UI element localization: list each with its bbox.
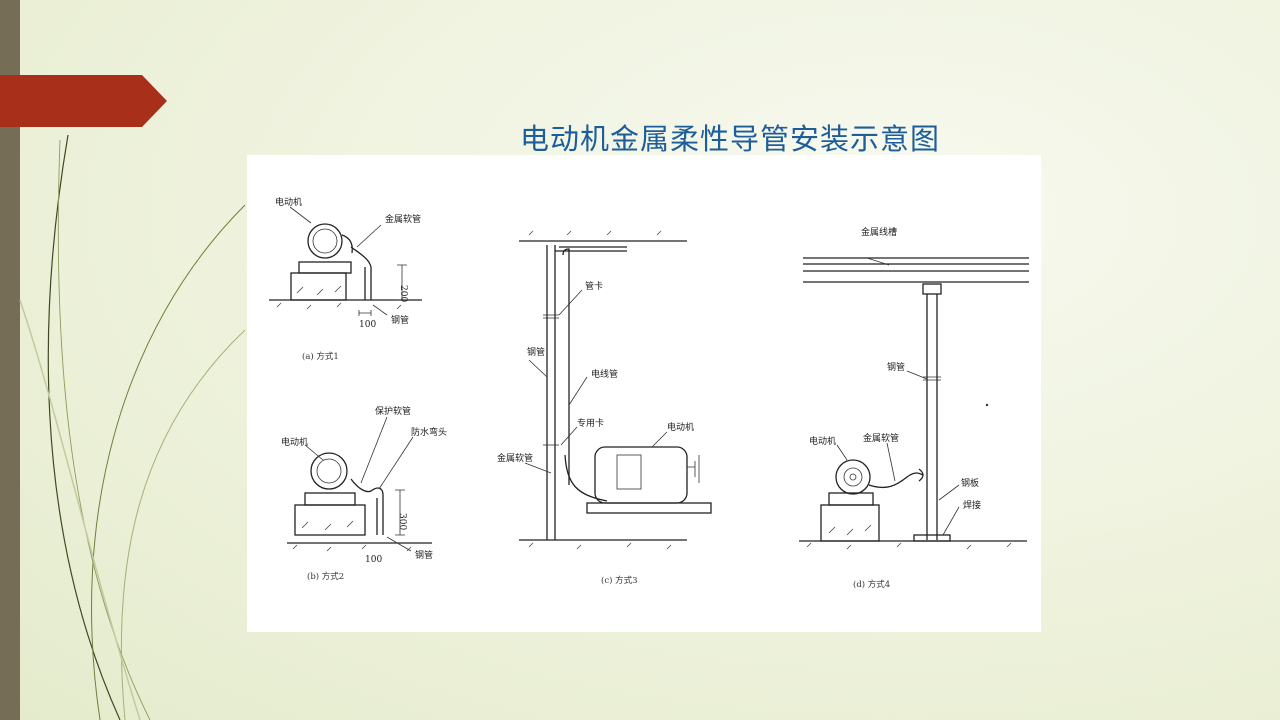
- dim-a-width: 100: [359, 320, 376, 330]
- decor-curve-1: [47, 134, 121, 720]
- label-c-clamp: 管卡: [585, 280, 603, 292]
- dim-b-width: 100: [365, 555, 382, 565]
- label-c-motor: 电动机: [667, 421, 694, 433]
- decor-curve-4: [120, 329, 246, 720]
- label-b-elbow: 防水弯头: [411, 426, 447, 438]
- label-c-steel: 钢管: [527, 346, 545, 358]
- label-a-steel: 钢管: [391, 314, 409, 326]
- decor-curve-3: [57, 139, 151, 720]
- label-c-special-clamp: 专用卡: [577, 417, 604, 429]
- label-b-motor: 电动机: [281, 436, 308, 448]
- installation-diagram: 200 100 电动机 金属软管 钢管 (a) 方式1 300 100 电动机 …: [247, 155, 1041, 632]
- label-b-steel: 钢管: [415, 549, 433, 561]
- caption-a: (a) 方式1: [302, 351, 339, 362]
- diagram-d: 金属线槽 钢管 电动机 金属软管 钢板 焊接 (d) 方式4: [799, 226, 1029, 590]
- slide-title: 电动机金属柔性导管安装示意图: [520, 122, 941, 156]
- left-accent-bar: [0, 0, 20, 720]
- diagram-a: 200 100 电动机 金属软管 钢管 (a) 方式1: [269, 196, 422, 362]
- label-b-protect: 保护软管: [375, 405, 411, 417]
- label-d-motor: 电动机: [809, 435, 836, 447]
- label-a-flex: 金属软管: [385, 213, 421, 225]
- label-c-flex: 金属软管: [497, 452, 533, 464]
- caption-b: (b) 方式2: [307, 571, 344, 582]
- dim-b-height: 300: [397, 513, 407, 530]
- label-d-steel: 钢管: [887, 361, 905, 373]
- red-arrow-tab: [0, 75, 167, 127]
- decor-curve-5: [19, 299, 141, 720]
- label-d-flex: 金属软管: [863, 432, 899, 444]
- caption-c: (c) 方式3: [601, 575, 638, 586]
- label-d-plate: 钢板: [961, 477, 979, 489]
- label-c-conduit: 电线管: [591, 368, 618, 380]
- label-d-weld: 焊接: [963, 499, 981, 511]
- diagram-b: 300 100 电动机 保护软管 防水弯头 钢管 (b) 方式2: [281, 405, 447, 582]
- caption-d: (d) 方式4: [853, 579, 890, 590]
- diagram-c: 管卡 钢管 电线管 专用卡 电动机 金属软管 (c) 方式3: [497, 230, 712, 586]
- decor-curve-2: [91, 204, 246, 720]
- label-d-trunk: 金属线槽: [861, 226, 897, 238]
- dim-a-height: 200: [398, 285, 408, 302]
- label-a-motor: 电动机: [275, 196, 302, 208]
